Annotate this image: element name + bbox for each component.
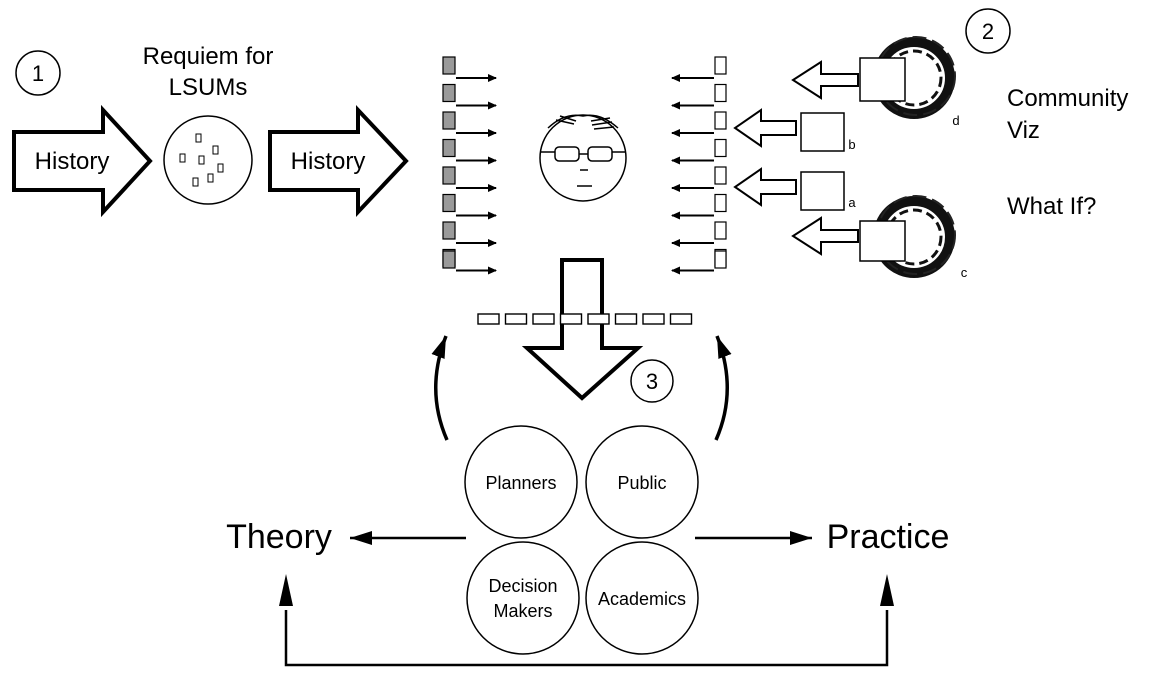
tool-model-box: [714, 83, 727, 103]
planner-face: [539, 114, 627, 202]
tool-model-box: [714, 111, 727, 130]
curved-arrow-right: [714, 335, 732, 441]
history-label-2: History: [291, 148, 366, 175]
stakeholder-academics: Academics: [585, 541, 699, 655]
model-strip: [477, 313, 693, 325]
face-circle: [539, 114, 627, 202]
disc-c-label: c: [961, 265, 968, 280]
tool-model-box: [714, 250, 727, 269]
left-input-column: [442, 56, 497, 275]
input-model-box: [442, 111, 456, 130]
tool-arrow-b: [733, 108, 797, 148]
step-1-badge: 1: [15, 50, 61, 96]
history-label-1: History: [35, 148, 110, 175]
loop-arrowhead-practice: [880, 574, 894, 606]
tool-arrow-top: [791, 60, 859, 100]
input-model-box: [442, 56, 456, 75]
input-model-box: [442, 138, 456, 158]
input-model-box: [442, 250, 456, 269]
planners-label: Planners: [485, 473, 556, 493]
step-2-badge: 2: [965, 8, 1011, 54]
curved-arrow-left: [431, 335, 449, 441]
box-b: b: [800, 112, 856, 152]
step-2-number: 2: [982, 19, 994, 44]
brush-disc-c: c: [859, 195, 968, 280]
practice-label: Practice: [827, 518, 950, 556]
tool-model-box: [714, 56, 727, 75]
decision-label-line2: Makers: [493, 601, 552, 621]
requiem-lsums: Requiem for LSUMs: [143, 43, 274, 205]
history-arrow-2: History: [268, 104, 409, 218]
tool-model-box: [714, 193, 727, 213]
input-model-box: [442, 193, 456, 213]
strip-box: [477, 313, 500, 325]
face-hair: [547, 114, 619, 130]
strip-box: [559, 313, 583, 325]
tool-model-box: [714, 221, 727, 240]
step-3-badge: 3: [630, 359, 674, 403]
decision-label-line1: Decision: [488, 576, 557, 596]
glasses-icon: [540, 146, 626, 162]
tool-model-box: [714, 138, 727, 158]
box-b-label: b: [848, 137, 855, 152]
theory-practice-loop: [284, 610, 889, 667]
community-viz-line1: Community: [1007, 85, 1128, 112]
public-label: Public: [617, 473, 666, 493]
strip-box: [669, 313, 693, 325]
input-model-box: [442, 221, 456, 240]
stakeholder-planners: Planners: [464, 425, 578, 539]
step-3-number: 3: [646, 369, 658, 394]
community-viz-line2: Viz: [1007, 117, 1040, 144]
box-a: a: [800, 171, 856, 211]
big-down-arrow: [521, 258, 644, 401]
what-if-label: What If?: [1007, 193, 1096, 220]
theory-label: Theory: [226, 518, 332, 556]
box-a-label: a: [848, 195, 856, 210]
scattered-models: [179, 133, 224, 187]
strip-box: [504, 313, 528, 325]
strip-box: [587, 313, 610, 325]
stakeholder-public: Public: [585, 425, 699, 539]
strip-box: [614, 313, 638, 325]
disc-d-label: d: [952, 113, 959, 128]
loop-arrowhead-theory: [279, 574, 293, 606]
tool-model-box: [714, 166, 727, 185]
tool-arrow-a: [733, 167, 797, 207]
step-1-number: 1: [32, 61, 44, 86]
academics-label: Academics: [598, 589, 686, 609]
requiem-circle: [163, 115, 253, 205]
history-arrow-1: History: [12, 104, 153, 218]
input-model-box: [442, 83, 456, 103]
requiem-title-line2: LSUMs: [169, 74, 248, 101]
strip-box: [532, 313, 555, 325]
brush-disc-d: d: [859, 36, 960, 128]
requiem-title-line1: Requiem for: [143, 43, 274, 70]
input-model-box: [442, 166, 456, 185]
strip-box: [642, 313, 665, 325]
tool-arrow-bottom: [791, 216, 859, 256]
stakeholder-decision-makers: Decision Makers: [466, 541, 580, 655]
right-input-column: [671, 56, 727, 275]
